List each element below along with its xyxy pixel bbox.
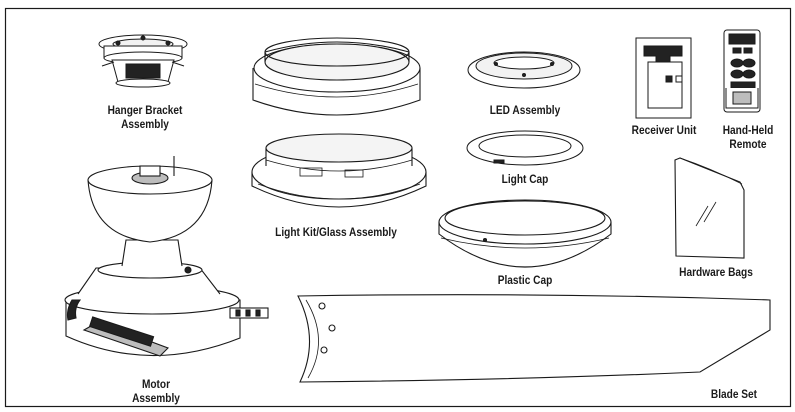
hand-held-remote-label-line1: Hand-Held <box>722 125 774 137</box>
diagram-border <box>4 7 792 408</box>
led-assembly-label: LED Assembly <box>489 105 561 117</box>
receiver-unit-label: Receiver Unit <box>631 125 697 137</box>
receiver-unit-drawing <box>635 37 692 119</box>
hanger-bracket-label: Hanger Bracket Assembly <box>105 104 184 132</box>
led-assembly-drawing <box>467 51 581 89</box>
motor-assembly-label-line2: Assembly <box>132 393 180 405</box>
hardware-bags-drawing <box>674 157 745 259</box>
hand-held-remote-label-line2: Remote <box>729 139 767 151</box>
hanger-bracket-label-line1: Hanger Bracket <box>107 105 183 117</box>
motor-assembly-label-line1: Motor <box>141 379 171 391</box>
motor-assembly-label: Motor Assembly <box>121 378 191 406</box>
light-cap-label: Light Cap <box>501 174 549 186</box>
glass-ring-drawing <box>252 37 421 116</box>
hand-held-remote-drawing <box>723 29 761 113</box>
hanger-bracket-drawing <box>98 34 188 88</box>
light-kit-label: Light Kit/Glass Assembly <box>275 227 397 239</box>
light-cap-drawing <box>466 130 584 166</box>
plastic-cap-drawing <box>438 199 612 268</box>
blade-set-drawing <box>297 294 771 383</box>
blade-set-label: Blade Set <box>710 389 758 401</box>
light-kit-drawing <box>251 133 427 208</box>
motor-assembly-drawing <box>64 156 269 357</box>
hardware-bags-label: Hardware Bags <box>679 267 753 279</box>
plastic-cap-label: Plastic Cap <box>497 275 553 287</box>
hand-held-remote-label: Hand-Held Remote <box>715 124 782 152</box>
hanger-bracket-label-line2: Assembly <box>121 119 169 131</box>
